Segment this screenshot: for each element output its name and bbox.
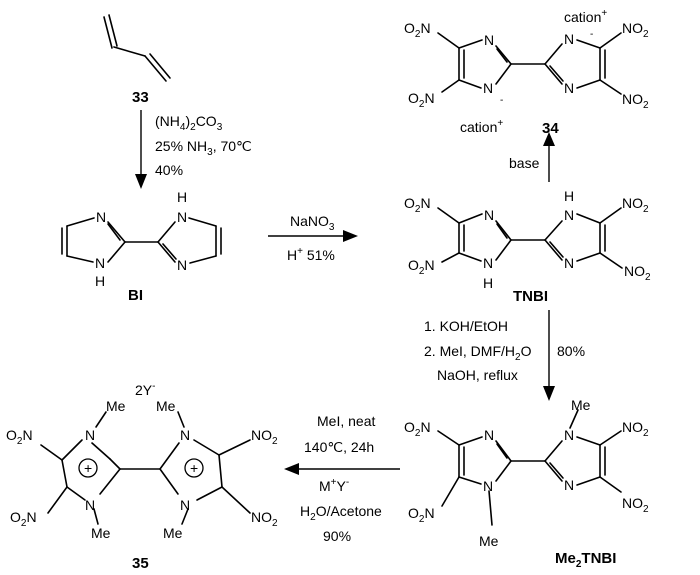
svg-text:H2O/Acetone: H2O/Acetone	[300, 503, 382, 523]
svg-text:40%: 40%	[155, 162, 183, 178]
conditions-step4: 1. KOH/EtOH 2. MeI, DMF/H2O NaOH, reflux…	[424, 318, 585, 383]
bi-atom: H	[177, 189, 187, 205]
compound-label-tnbi: TNBI	[513, 288, 548, 305]
cation-label: cation+	[460, 118, 503, 135]
glyoxal-structure	[103, 14, 171, 82]
plus-charge: +	[190, 460, 198, 476]
me2tnbi-atom: N	[564, 427, 574, 443]
nitro-group: NO2	[622, 495, 649, 515]
arrow-me2tnbi-to-35	[284, 463, 400, 475]
me2tnbi-structure	[437, 409, 622, 526]
svg-text:1. KOH/EtOH: 1. KOH/EtOH	[424, 318, 508, 334]
cation-atom: N	[85, 497, 95, 513]
tnbi-atom: N	[564, 207, 574, 223]
me2tnbi-atom: N	[483, 478, 493, 494]
salt-atom: N	[484, 32, 494, 48]
nitro-group: NO2	[251, 427, 278, 447]
tnbi-atom: H	[564, 188, 574, 204]
nitro-group: NO2	[622, 20, 649, 40]
nitro-group: NO2	[624, 263, 651, 283]
methyl-group: Me	[163, 525, 183, 541]
nitro-group: O2N	[6, 427, 33, 447]
compound-label-35: 35	[132, 555, 149, 572]
nitro-group: O2N	[408, 257, 435, 277]
cation-atom: N	[180, 427, 190, 443]
compound-label-33: 33	[132, 89, 149, 106]
methyl-group: Me	[571, 397, 591, 413]
nitro-group: O2N	[404, 419, 431, 439]
plus-charge: +	[84, 460, 92, 476]
tnbi-atom: N	[484, 207, 494, 223]
arrow-tnbi-to-34	[543, 132, 555, 182]
tnbi-atom: H	[483, 275, 493, 291]
nitro-group: O2N	[10, 509, 37, 529]
bi-atom: N	[96, 209, 106, 225]
nitro-group: NO2	[622, 195, 649, 215]
nitro-group: NO2	[251, 509, 278, 529]
nitro-group: O2N	[404, 195, 431, 215]
svg-text:M+Y-: M+Y-	[319, 477, 349, 494]
nitro-group: O2N	[404, 20, 431, 40]
svg-text:(NH4)2CO3: (NH4)2CO3	[155, 113, 223, 133]
methyl-group: Me	[479, 533, 499, 549]
counter-anion: 2Y-	[135, 381, 155, 398]
conditions-step3: base	[509, 155, 540, 171]
nitro-group: O2N	[408, 505, 435, 525]
nitro-group: O2N	[408, 90, 435, 110]
conditions-step1: (NH4)2CO3 25% NH3, 70℃ 40%	[155, 113, 252, 178]
tnbi-structure	[437, 207, 623, 269]
compound-label-bi: BI	[128, 287, 143, 304]
methyl-group: Me	[91, 525, 111, 541]
compound-label-34: 34	[542, 120, 559, 137]
nitro-group: NO2	[622, 419, 649, 439]
svg-text:2. MeI, DMF/H2O: 2. MeI, DMF/H2O	[424, 343, 532, 363]
cation-35-structure	[40, 411, 251, 525]
bi-structure	[61, 217, 222, 264]
methyl-group: Me	[156, 398, 176, 414]
bi-atom: N	[177, 209, 187, 225]
salt-atom: N	[483, 80, 493, 96]
cation-atom: N	[180, 497, 190, 513]
bi-atom: N	[95, 255, 105, 271]
svg-text:140℃, 24h: 140℃, 24h	[304, 439, 374, 455]
nitro-group: NO2	[622, 91, 649, 111]
anion-charge: -	[500, 95, 503, 106]
svg-text:80%: 80%	[557, 343, 585, 359]
anion-charge: -	[590, 29, 593, 40]
arrow-33-to-bi	[135, 110, 147, 189]
bi-atom: H	[95, 273, 105, 289]
salt-34-structure	[437, 32, 622, 95]
cation-label: cation+	[564, 8, 607, 25]
svg-text:90%: 90%	[323, 528, 351, 544]
tnbi-atom: N	[483, 255, 493, 271]
arrow-bi-to-tnbi	[268, 230, 358, 242]
svg-text:H+ 51%: H+ 51%	[287, 246, 335, 263]
conditions-step2: NaNO3 H+ 51%	[287, 213, 335, 263]
conditions-step5: MeI, neat 140℃, 24h M+Y- H2O/Acetone 90%	[300, 413, 382, 544]
me2tnbi-atom: N	[564, 477, 574, 493]
svg-text:25% NH3, 70℃: 25% NH3, 70℃	[155, 138, 252, 158]
svg-text:NaOH, reflux: NaOH, reflux	[437, 367, 518, 383]
svg-text:NaNO3: NaNO3	[290, 213, 335, 233]
tnbi-atom: N	[564, 255, 574, 271]
arrow-tnbi-to-me2tnbi	[543, 310, 555, 401]
methyl-group: Me	[106, 398, 126, 414]
svg-text:MeI, neat: MeI, neat	[317, 413, 375, 429]
salt-atom: N	[564, 80, 574, 96]
bi-atom: N	[177, 257, 187, 273]
me2tnbi-atom: N	[484, 427, 494, 443]
compound-label-me2tnbi: Me2TNBI	[555, 550, 616, 570]
salt-atom: N	[564, 31, 574, 47]
cation-atom: N	[85, 427, 95, 443]
